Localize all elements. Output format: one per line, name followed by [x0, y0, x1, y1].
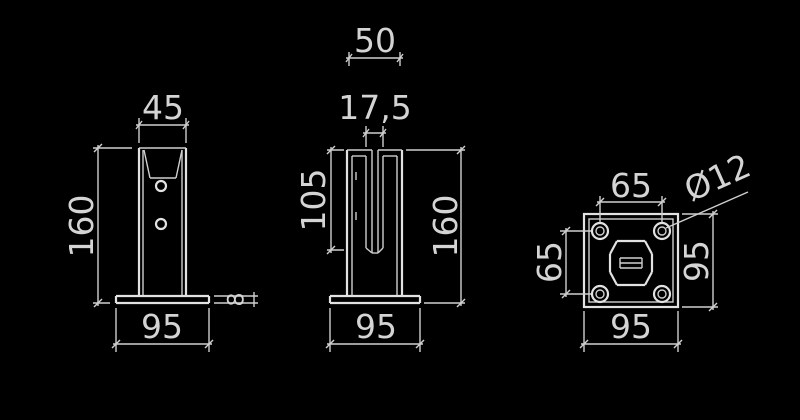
- top-plate-width-dimension: 95: [579, 307, 683, 352]
- top-view: 65 Ø12 65 95: [530, 146, 756, 352]
- top-bolt-hole-bottom-right: [652, 284, 672, 304]
- top-plate-height-label: 95: [677, 240, 716, 282]
- side-height-dimension: 160: [406, 145, 466, 308]
- side-slot-depth-label: 105: [294, 169, 333, 232]
- side-base-dimension: 95: [325, 307, 425, 352]
- side-slot-label: 17,5: [338, 88, 411, 127]
- top-bolt-hole-top-left: [590, 221, 610, 241]
- front-height-dimension: 160: [62, 143, 132, 308]
- side-view: 50 17,5 105 160: [294, 21, 466, 352]
- front-base-dimension: 95: [111, 307, 214, 352]
- top-plate-height-dimension: 95: [677, 209, 718, 312]
- side-slot-depth-dimension: 105: [294, 145, 344, 255]
- front-width-label: 45: [142, 88, 184, 127]
- side-base-plate: [328, 294, 422, 305]
- top-hole-spacing-y-label: 65: [530, 241, 569, 283]
- front-thickness-label: 8: [225, 293, 250, 307]
- front-width-dimension: 45: [135, 88, 190, 143]
- front-base-label: 95: [141, 307, 183, 346]
- side-top-dimension: 50: [345, 21, 404, 66]
- front-post: [137, 147, 188, 296]
- top-plate-width-label: 95: [610, 307, 652, 346]
- side-height-label: 160: [426, 195, 465, 258]
- top-bolt-hole-bottom-left: [590, 284, 610, 304]
- top-hole-spacing-y-dimension: 65: [530, 226, 591, 299]
- top-center-clamp: [608, 239, 654, 287]
- front-base-plate: [114, 294, 211, 305]
- side-top-label: 50: [354, 21, 396, 60]
- top-hole-spacing-x-label: 65: [610, 166, 652, 205]
- front-hole-lower: [154, 217, 168, 231]
- side-clamp-body: [345, 149, 404, 296]
- side-base-label: 95: [355, 307, 397, 346]
- front-thickness-dimension: 8: [214, 292, 258, 307]
- front-hole-upper: [154, 179, 168, 193]
- front-view: 45 160 8 95: [62, 88, 258, 352]
- top-hole-spacing-x-dimension: 65: [595, 166, 667, 222]
- top-plate: [582, 212, 680, 309]
- top-hole-diameter-label: Ø12: [678, 146, 756, 209]
- front-height-label: 160: [62, 195, 101, 258]
- side-slot-dimension: 17,5: [338, 88, 412, 147]
- top-bolt-hole-top-right: [652, 221, 672, 241]
